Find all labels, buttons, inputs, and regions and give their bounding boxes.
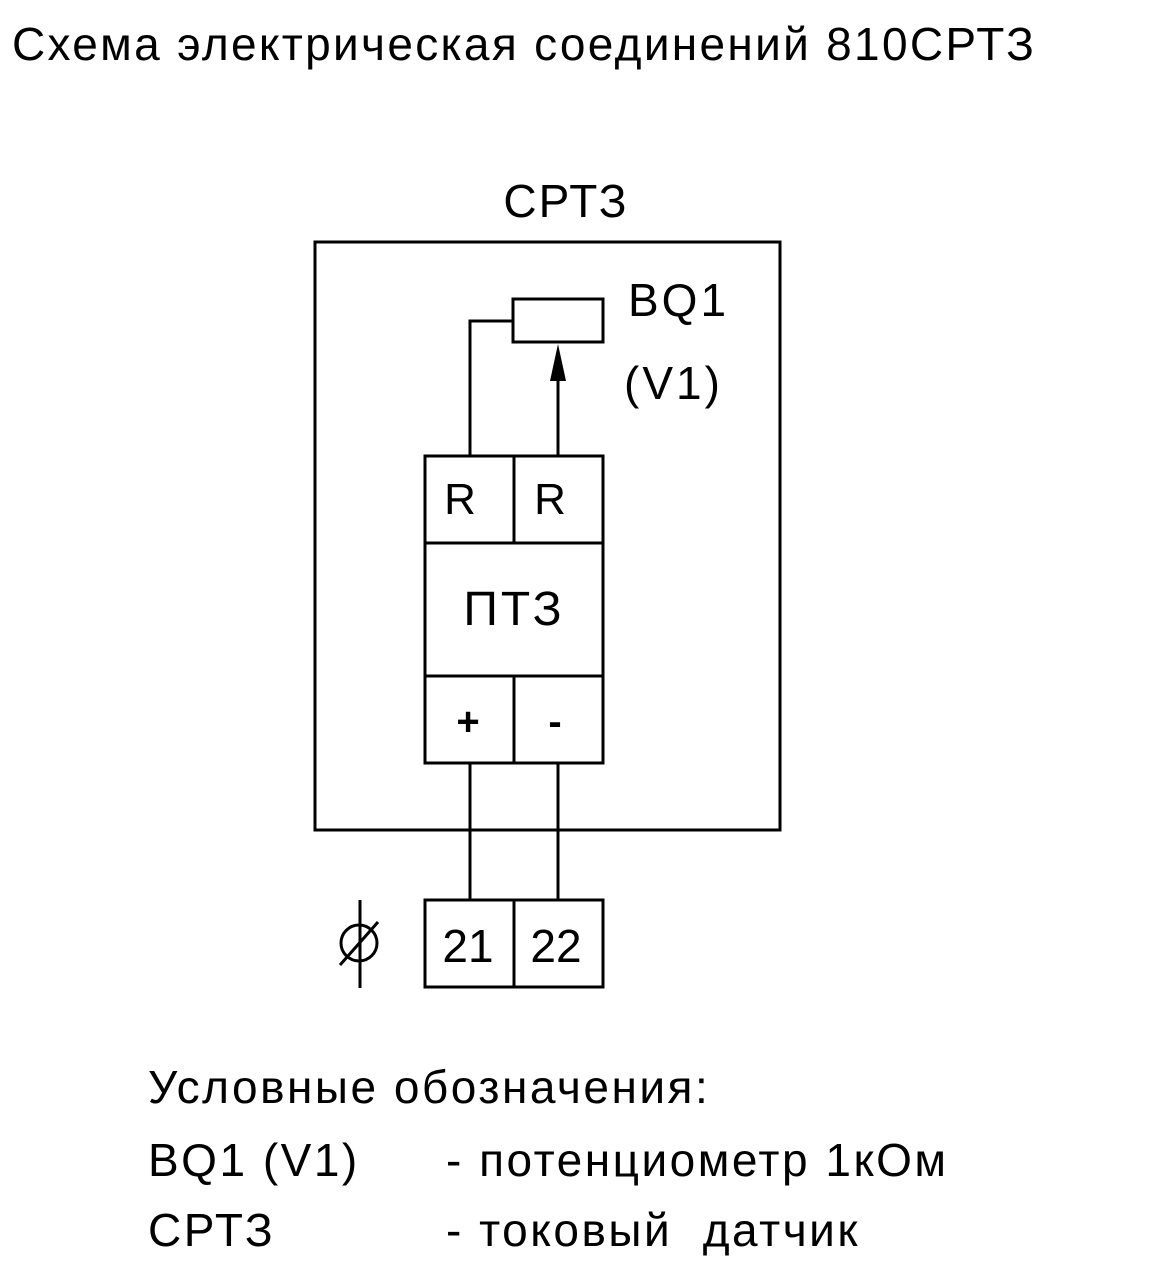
potentiometer-wiper-arrow bbox=[550, 344, 566, 381]
legend-entry-1-code: BQ1 (V1) bbox=[148, 1134, 360, 1186]
converter-terminal-r1: R bbox=[444, 475, 476, 524]
legend-entry-2-code: СРТЗ bbox=[148, 1204, 275, 1256]
converter-terminal-r2: R bbox=[534, 475, 566, 524]
potentiometer-resistor bbox=[511, 297, 605, 344]
terminal-block: 21 22 bbox=[423, 898, 605, 989]
converter-terminal-minus: - bbox=[548, 700, 561, 744]
converter-block: R R ПТЗ + - bbox=[423, 454, 605, 765]
potentiometer-designation: BQ1 bbox=[628, 274, 729, 326]
wire-r1-to-potentiometer bbox=[468, 319, 513, 456]
terminal-symbol-icon bbox=[338, 900, 380, 988]
terminal-21-label: 21 bbox=[442, 920, 493, 972]
legend-heading: Условные обозначения: bbox=[148, 1061, 710, 1113]
legend-entry-1-description: - потенциометр 1кОм bbox=[446, 1134, 948, 1186]
diagram-title: Схема электрическая соединений 810СРТЗ bbox=[12, 18, 1036, 70]
enclosure-box bbox=[313, 240, 782, 832]
legend-entry-2-description: - токовый датчик bbox=[446, 1204, 860, 1256]
converter-name: ПТЗ bbox=[463, 583, 564, 636]
converter-terminal-plus: + bbox=[456, 700, 479, 744]
enclosure-label: СРТЗ bbox=[503, 175, 628, 227]
terminal-22-label: 22 bbox=[530, 920, 581, 972]
potentiometer-alt-designation: (V1) bbox=[624, 357, 723, 409]
